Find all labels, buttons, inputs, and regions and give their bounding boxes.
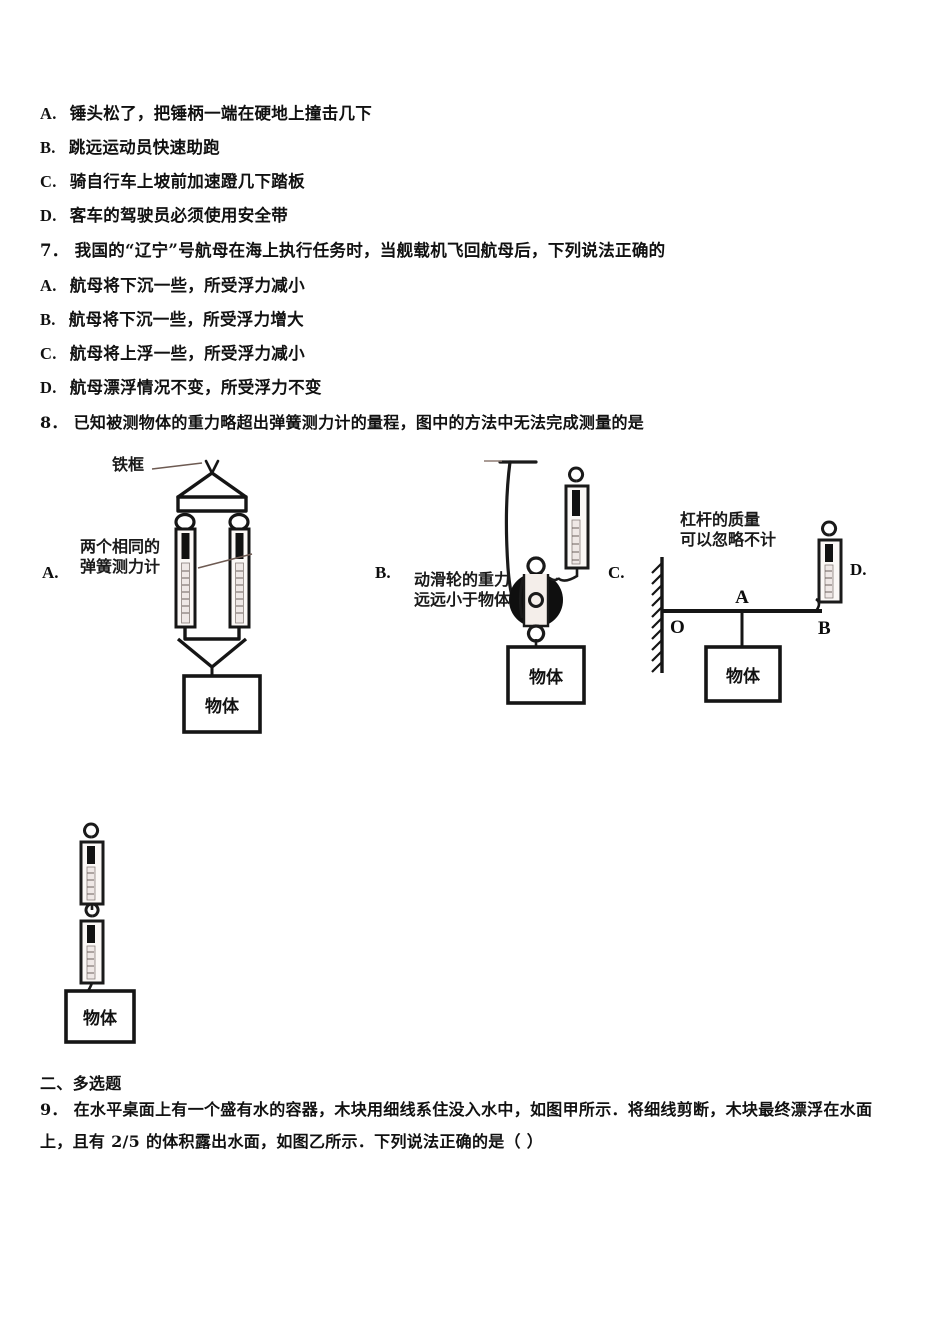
q6-option-b-label: B. [40, 138, 56, 157]
q6-option-d: D. 客车的驾驶员必须使用安全带 [40, 202, 288, 226]
diagram-c-point-o: O [670, 617, 685, 638]
q6-option-b-text: 跳远运动员快速助跑 [68, 138, 220, 157]
diagram-a-annotation-line2: 弹簧测力计 [80, 556, 161, 576]
q6-option-a-text: 锤头松了，把锤柄一端在硬地上撞击几下 [69, 104, 373, 123]
diagram-a-annotation-iron-frame: 铁框 [112, 455, 145, 474]
q7-option-d-label: D. [40, 378, 57, 397]
q7-option-b-text: 航母将下沉一些，所受浮力增大 [68, 310, 304, 329]
q7-stem: 7． 我国的“辽宁”号航母在海上执行任务时，当舰载机飞回航母后，下列说法正确的 [40, 237, 665, 261]
q9-line-1-text: 在水平桌面上有一个盛有水的容器，木块用细线系住没入水中，如图甲所示．将细线剪断，… [73, 1100, 873, 1119]
q6-option-a: A. 锤头松了，把锤柄一端在硬地上撞击几下 [40, 100, 372, 124]
q6-option-c-label: C. [40, 172, 57, 191]
q7-option-a: A. 航母将下沉一些，所受浮力减小 [40, 272, 305, 296]
q8-choice-letter-b: B. [375, 563, 391, 582]
diagram-a-object-label: 物体 [205, 696, 240, 717]
q6-option-c: C. 骑自行车上坡前加速蹬几下踏板 [40, 168, 305, 192]
diagram-c-object-label: 物体 [726, 666, 761, 687]
diagram-c-lever-on-wall: O A B 物体 [650, 535, 880, 710]
q9-line-2: 上，且有 2/5 的体积露出水面，如图乙所示．下列说法正确的是（ ） [40, 1132, 544, 1151]
q7-option-d: D. 航母漂浮情况不变，所受浮力不变 [40, 374, 322, 398]
q6-option-d-label: D. [40, 206, 57, 225]
diagram-c-annotation-line1: 杠杆的质量 [680, 510, 761, 529]
q7-option-d-text: 航母漂浮情况不变，所受浮力不变 [69, 378, 322, 397]
diagram-b-movable-pulley: 物体 [478, 448, 658, 705]
diagram-a-leader-line-2 [196, 548, 266, 578]
q7-option-a-text: 航母将下沉一些，所受浮力减小 [69, 276, 305, 295]
section2-heading: 二、多选题 [40, 1074, 122, 1093]
diagram-d-two-spring-scales-series: 物体 [60, 822, 200, 1044]
q7-option-a-label: A. [40, 276, 57, 295]
diagram-a-iron-frame-two-spring-scales: 物体 [140, 445, 340, 734]
diagram-d-object-label: 物体 [83, 1008, 118, 1029]
q6-option-b: B. 跳远运动员快速助跑 [40, 134, 220, 158]
q7-number: 7． [40, 241, 69, 260]
q8-number: 8． [40, 413, 68, 432]
q7-option-c-label: C. [40, 344, 57, 363]
diagram-c-point-a: A [735, 587, 749, 608]
q8-stem-text: 已知被测物体的重力略超出弹簧测力计的量程，图中的方法中无法完成测量的是 [73, 413, 645, 432]
q7-stem-text: 我国的“辽宁”号航母在海上执行任务时，当舰载机飞回航母后，下列说法正确的 [74, 241, 666, 260]
diagram-b-annotation-line1: 动滑轮的重力 [414, 570, 511, 589]
diagram-a-leader-line-1 [150, 455, 220, 485]
diagram-a-annotation-two-identical: 两个相同的 弹簧测力计 [80, 537, 160, 576]
q6-option-c-text: 骑自行车上坡前加速蹬几下踏板 [69, 172, 305, 191]
diagram-a-annotation-line1: 两个相同的 [80, 537, 161, 556]
q8-choice-letter-d: D. [850, 560, 867, 579]
diagram-b-annotation: 动滑轮的重力 远远小于物体 [414, 570, 510, 609]
q6-option-d-text: 客车的驾驶员必须使用安全带 [69, 206, 289, 225]
q9-line-1: 9． 在水平桌面上有一个盛有水的容器，木块用细线系住没入水中，如图甲所示．将细线… [40, 1096, 872, 1120]
q7-option-b: B. 航母将下沉一些，所受浮力增大 [40, 306, 304, 330]
diagram-b-annotation-line2: 远远小于物体 [414, 589, 511, 609]
diagram-b-object-label: 物体 [529, 667, 564, 688]
q7-option-b-label: B. [40, 310, 56, 329]
q6-option-a-label: A. [40, 104, 57, 123]
diagram-c-annotation: 杠杆的质量 可以忽略不计 [680, 510, 776, 549]
q9-number: 9． [40, 1100, 68, 1119]
diagram-c-spring-scale [810, 520, 850, 607]
q8-choice-letter-a: A. [42, 563, 59, 582]
diagram-c-point-b: B [818, 618, 831, 639]
q8-choice-letter-c: C. [608, 563, 625, 582]
q8-stem: 8． 已知被测物体的重力略超出弹簧测力计的量程，图中的方法中无法完成测量的是 [40, 409, 644, 433]
q7-option-c: C. 航母将上浮一些，所受浮力减小 [40, 340, 305, 364]
diagram-c-annotation-line2: 可以忽略不计 [680, 529, 777, 549]
q7-option-c-text: 航母将上浮一些，所受浮力减小 [69, 344, 305, 363]
